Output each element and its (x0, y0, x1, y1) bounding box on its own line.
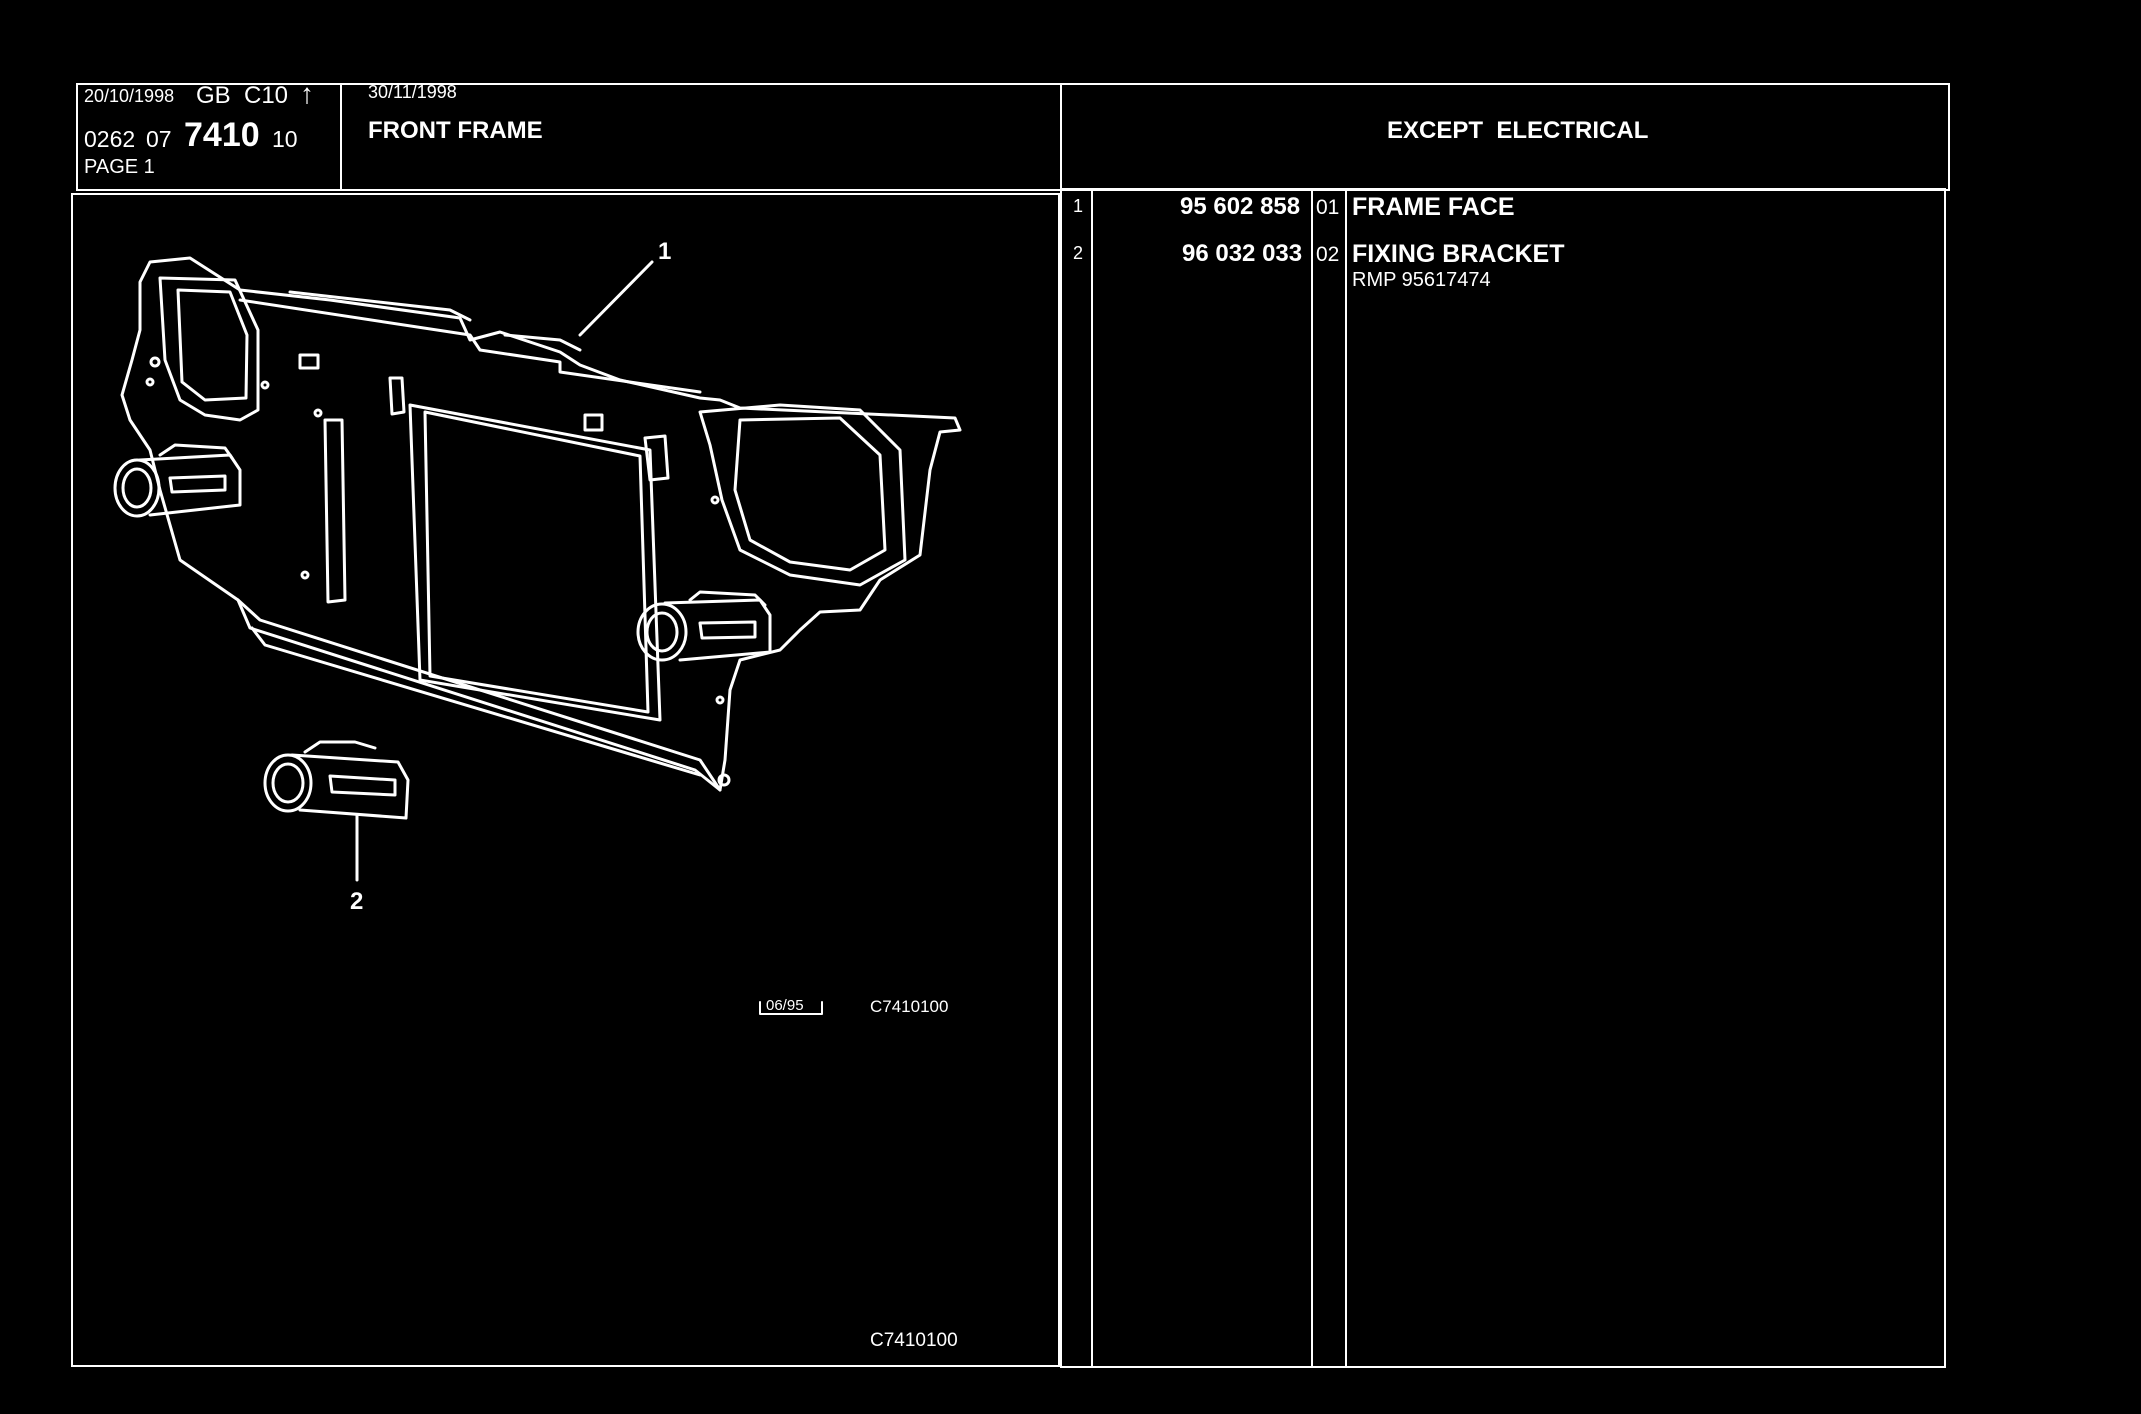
section-title: FRONT FRAME (368, 117, 543, 144)
ref-c: 10 (272, 126, 298, 152)
drawing-code-lower: C7410100 (870, 1330, 958, 1351)
up-arrow-icon: ↑ (300, 78, 314, 109)
date-box-outline (759, 1001, 823, 1015)
applicability: EXCEPT ELECTRICAL (1387, 117, 1649, 144)
part-number: 96 032 033 (1182, 240, 1303, 267)
model-code: C10 (244, 82, 289, 109)
print-date: 20/10/1998 (84, 86, 175, 106)
description-note: RMP 95617474 (1352, 269, 1491, 291)
quantity: 02 (1316, 243, 1340, 266)
callout-1: 1 (658, 238, 672, 265)
item-number: 2 (1073, 243, 1084, 263)
drawing-code-upper: C7410100 (870, 997, 949, 1016)
ref-a: 0262 (84, 126, 136, 152)
lang-code: GB (196, 82, 231, 109)
part-number: 95 602 858 (1180, 193, 1301, 220)
frame-face-drawing (120, 256, 962, 792)
bracket-loose-drawing (263, 740, 410, 820)
header-box (76, 83, 1950, 191)
update-date: 30/11/1998 (368, 82, 457, 102)
col-divider-partno (1311, 188, 1313, 1368)
item-number: 1 (1073, 196, 1084, 216)
header-divider-1 (340, 83, 342, 191)
drawing-panel (71, 193, 1060, 1367)
bracket-left-drawing (113, 443, 242, 518)
bracket-right-drawing (636, 590, 772, 662)
col-divider-qty (1345, 188, 1347, 1368)
date-box-label: 06/95 (766, 997, 804, 1014)
callout-2: 2 (350, 888, 364, 915)
ref-b: 07 (146, 126, 172, 152)
leader-line-1 (578, 260, 654, 337)
col-divider-item (1091, 188, 1093, 1368)
header-divider-2 (1060, 83, 1062, 191)
description: FRAME FACE (1352, 193, 1515, 221)
page-label: PAGE 1 (84, 156, 155, 178)
quantity: 01 (1316, 196, 1340, 219)
ref-main: 7410 (184, 116, 260, 154)
parts-table (1060, 188, 1946, 1368)
description: FIXING BRACKET (1352, 240, 1565, 268)
